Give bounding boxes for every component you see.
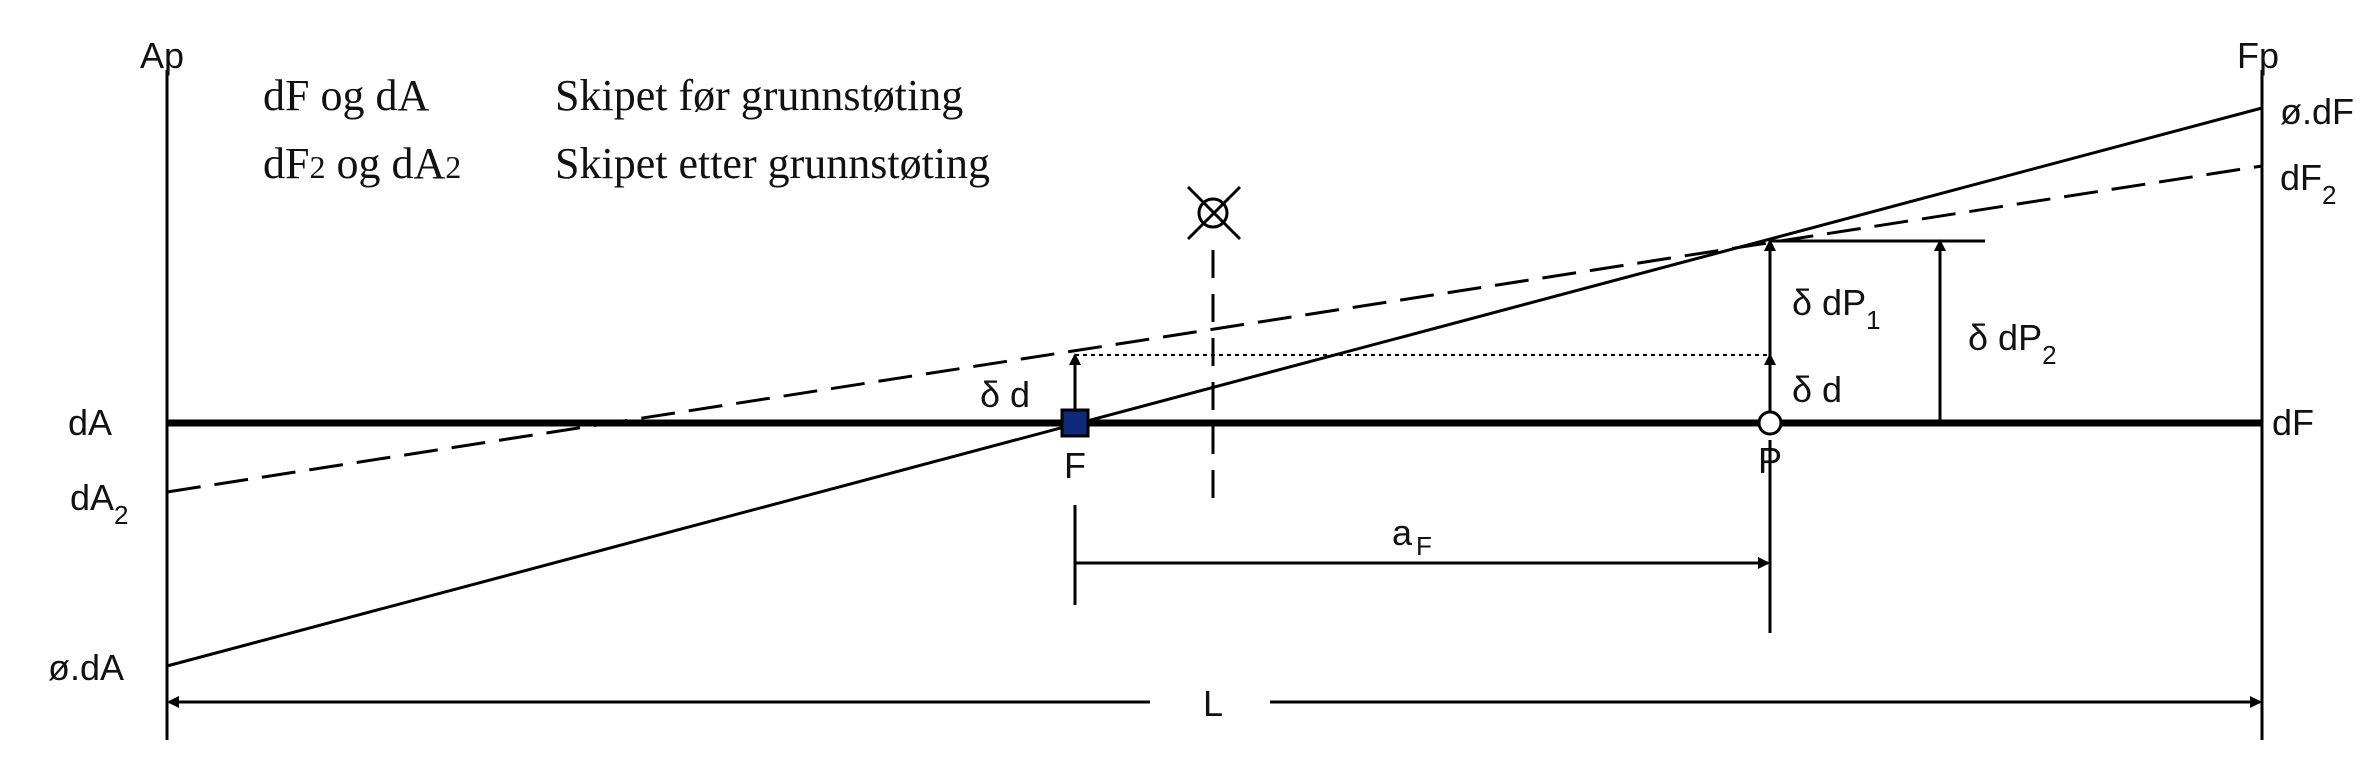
- waterline-after: [166, 164, 2263, 494]
- delta-dP2-label: δ dP2: [1968, 317, 2057, 370]
- dA-label: dA: [68, 402, 112, 443]
- phi-dF-label: ø.dF: [2280, 91, 2354, 132]
- legend-key-after: dF2 og dA2: [263, 139, 461, 188]
- legend-desc-before: Skipet før grunnstøting: [555, 71, 963, 120]
- centre-of-gravity-symbol: [1186, 185, 1242, 241]
- L-label: L: [1203, 683, 1223, 724]
- phi-dA-label: ø.dA: [48, 647, 124, 688]
- delta-dP1-label: δ dP1: [1792, 282, 1881, 335]
- ap-label: Ap: [140, 35, 184, 76]
- dA2-label: dA2: [70, 477, 129, 530]
- fp-label: Fp: [2237, 35, 2279, 76]
- dF2-label: dF2: [2280, 157, 2336, 210]
- F-label: F: [1064, 445, 1086, 486]
- delta-d-label-F: δ d: [980, 374, 1030, 415]
- delta-d-label-P: δ d: [1792, 369, 1842, 410]
- F-marker: [1060, 408, 1090, 438]
- P-marker: [1757, 410, 1783, 436]
- dF-label: dF: [2272, 402, 2314, 443]
- legend-desc-after: Skipet etter grunnstøting: [555, 139, 990, 188]
- legend-key-before: dF og dA: [263, 71, 429, 120]
